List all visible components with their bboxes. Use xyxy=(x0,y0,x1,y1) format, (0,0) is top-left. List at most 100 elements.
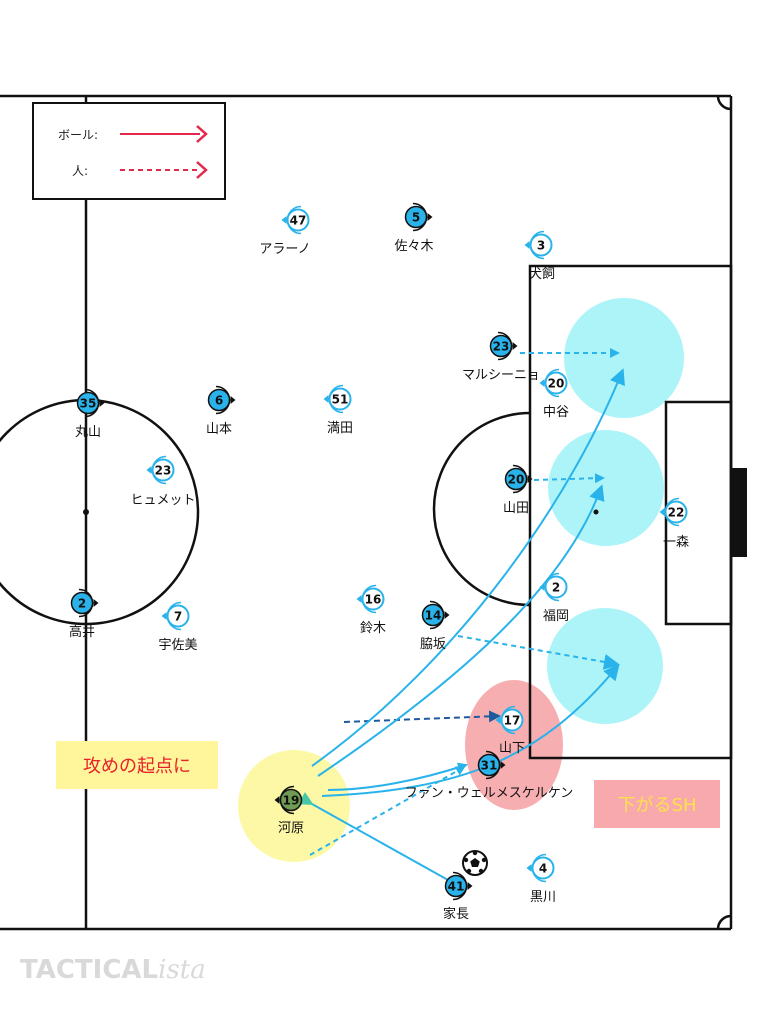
player-p41: 41 家長 xyxy=(443,871,473,922)
player-p2f: 2 福岡 xyxy=(539,572,569,624)
player-name: 脇坂 xyxy=(420,637,446,652)
player-number: 51 xyxy=(332,392,349,406)
player-marker xyxy=(504,467,528,491)
player-direction-icon xyxy=(356,595,362,603)
player-number: 20 xyxy=(548,376,565,390)
player-direction-icon xyxy=(539,583,545,591)
player-number: 23 xyxy=(155,463,172,477)
player-p23h: 23 ヒュメット xyxy=(130,455,196,508)
annotation-attack-origin: 攻めの起点に xyxy=(56,741,218,789)
player-number: 14 xyxy=(425,608,442,622)
player-name: 中谷 xyxy=(543,405,569,420)
player-name: マルシーニョ xyxy=(462,368,540,383)
player-marker xyxy=(328,387,352,411)
pass-arrow-to-31 xyxy=(327,762,468,791)
pass-arrow-to-mid xyxy=(317,484,605,777)
player-name: ヒュメット xyxy=(130,493,195,508)
player-name: 犬飼 xyxy=(529,267,555,282)
player-name: 丸山 xyxy=(75,425,101,440)
brand-logo: TACTICALista xyxy=(20,955,206,985)
player-p20y: 20 山田 xyxy=(503,464,533,516)
player-name: 山下 xyxy=(499,741,525,756)
player-name: 山本 xyxy=(206,422,232,437)
player-name: 福岡 xyxy=(543,609,569,624)
player-direction-icon xyxy=(527,475,533,483)
player-name: 一森 xyxy=(663,535,689,550)
player-number: 19 xyxy=(283,793,300,807)
player-direction-icon xyxy=(467,882,473,890)
player-number: 17 xyxy=(504,713,521,727)
player-number: 23 xyxy=(493,339,510,353)
player-marker xyxy=(166,604,190,628)
player-marker xyxy=(70,591,94,615)
legend-person-label: 人: xyxy=(72,164,88,178)
player-p16: 16 鈴木 xyxy=(356,584,386,636)
player-marker xyxy=(361,587,385,611)
pass-arrow-to-top xyxy=(311,368,625,767)
player-name: 高井 xyxy=(69,624,95,640)
player-number: 20 xyxy=(508,472,525,486)
player-direction-icon xyxy=(99,399,105,407)
player-p4: 4 黒川 xyxy=(526,853,556,905)
player-direction-icon xyxy=(659,508,665,516)
player-direction-icon xyxy=(512,342,518,350)
player-p2t: 2 高井 xyxy=(69,588,99,640)
player-p6: 6 山本 xyxy=(206,385,236,437)
player-name: 山田 xyxy=(503,501,529,516)
player-p22: 22 一森 xyxy=(659,497,689,550)
player-marker xyxy=(286,208,310,232)
player-marker xyxy=(207,388,231,412)
zone-cyan-bottom xyxy=(547,608,663,724)
player-name: 家長 xyxy=(443,906,469,922)
player-direction-icon xyxy=(274,796,280,804)
player-marker xyxy=(477,753,501,777)
player-number: 5 xyxy=(412,210,420,224)
legend-dashed-arrow-icon xyxy=(196,161,208,179)
zone-cyan-mid xyxy=(548,430,664,546)
player-number: 2 xyxy=(552,580,560,594)
player-p14: 14 脇坂 xyxy=(420,600,450,652)
player-name: 満田 xyxy=(327,421,353,436)
player-name: 黒川 xyxy=(530,890,556,905)
player-number: 2 xyxy=(78,596,86,610)
player-name: 鈴木 xyxy=(360,621,386,636)
player-marker xyxy=(404,205,428,229)
soccer-ball-icon xyxy=(462,850,488,876)
player-direction-icon xyxy=(526,864,532,872)
player-p23m: 23 マルシーニョ xyxy=(462,331,540,383)
player-number: 22 xyxy=(668,505,685,519)
player-number: 41 xyxy=(448,879,465,893)
player-marker xyxy=(544,575,568,599)
brand-main: TACTICAL xyxy=(20,955,159,985)
brand-suffix: ista xyxy=(158,955,206,985)
goal xyxy=(731,468,747,557)
player-p17: 17 山下 xyxy=(495,705,525,756)
player-marker xyxy=(531,856,555,880)
player-direction-icon xyxy=(500,761,506,769)
player-direction-icon xyxy=(230,396,236,404)
legend: ボール: 人: xyxy=(32,102,226,200)
arrows xyxy=(298,348,625,881)
player-p20n: 20 中谷 xyxy=(539,368,569,420)
player-direction-icon xyxy=(427,213,433,221)
legend-arrow-icon xyxy=(196,125,208,143)
player-marker xyxy=(151,458,175,482)
player-number: 3 xyxy=(537,238,545,252)
player-number: 4 xyxy=(539,861,547,875)
player-marker xyxy=(489,334,513,358)
player-number: 16 xyxy=(365,592,382,606)
player-name: 佐々木 xyxy=(394,239,433,254)
player-name: 宇佐美 xyxy=(158,638,197,653)
player-p3: 3 犬飼 xyxy=(524,230,555,282)
pass-arrow-return xyxy=(298,792,449,881)
player-marker xyxy=(544,371,568,395)
run-arrow-yamada xyxy=(533,473,605,484)
player-marker xyxy=(279,788,303,812)
player-number: 6 xyxy=(215,393,223,407)
player-number: 31 xyxy=(481,758,498,772)
